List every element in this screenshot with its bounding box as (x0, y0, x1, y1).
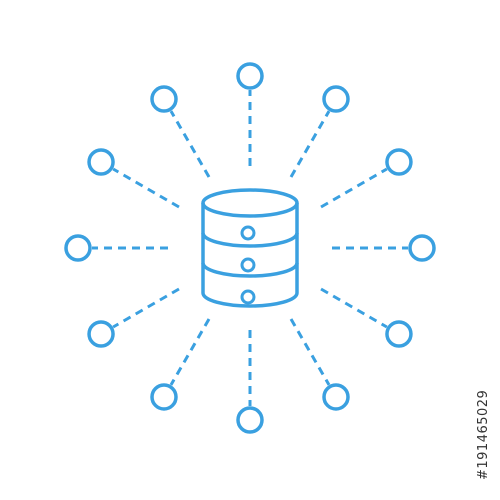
network-node-8 (150, 383, 178, 411)
stock-id-watermark: #191465029 (476, 389, 491, 480)
network-node-11 (87, 148, 115, 176)
network-node-4 (408, 234, 436, 262)
database-indicator-1 (240, 225, 256, 241)
network-node-6 (322, 383, 350, 411)
dashed-connector-6 (289, 318, 331, 386)
database-indicator-3 (240, 289, 256, 305)
network-node-3 (385, 148, 413, 176)
dashed-connector-2 (289, 110, 331, 178)
network-node-1 (236, 62, 264, 90)
database-disk-separator-1 (201, 232, 299, 248)
database-indicator-2 (240, 257, 256, 273)
network-node-7 (236, 406, 264, 434)
network-spokes (64, 62, 436, 434)
database-disk-separator-2 (201, 262, 299, 278)
dashed-connector-12 (169, 110, 211, 178)
dashed-connector-3 (320, 167, 388, 209)
network-node-5 (385, 320, 413, 348)
network-node-2 (322, 85, 350, 113)
dashed-connector-9 (112, 287, 180, 329)
database-top-disk (201, 188, 299, 218)
dashed-connector-11 (112, 167, 180, 209)
network-node-9 (87, 320, 115, 348)
network-node-12 (150, 85, 178, 113)
dashed-connector-5 (320, 287, 388, 329)
dashed-connector-8 (169, 318, 211, 386)
database-cylinder-body (201, 203, 299, 308)
database-icon (201, 188, 299, 308)
network-node-10 (64, 234, 92, 262)
